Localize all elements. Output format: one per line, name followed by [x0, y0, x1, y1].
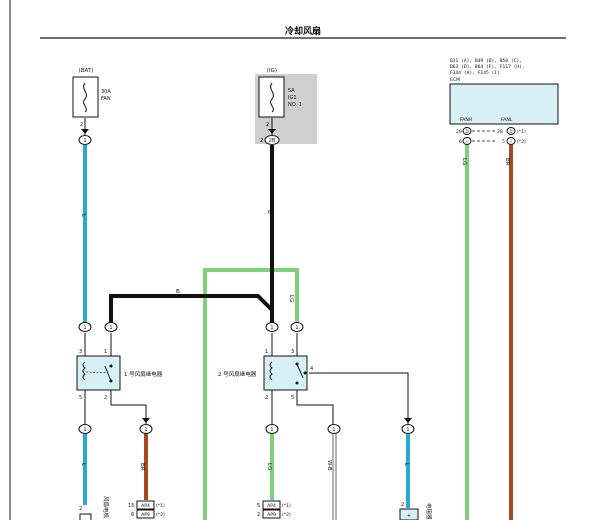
- relay1-pin2: 2: [104, 395, 107, 401]
- fuse-ig-conn: [264, 135, 280, 145]
- fuse-ig-icon: [270, 82, 274, 113]
- arrow-heads: [81, 129, 412, 423]
- label-lg-low: LG: [266, 463, 272, 470]
- ecm-codes-1: B31 (A), B49 (B), B50 (C),: [450, 58, 522, 64]
- label-b-horiz: B: [176, 289, 180, 295]
- resistor-connector: [399, 508, 419, 520]
- svg-text:I: I: [466, 139, 467, 144]
- ecm-right-row2-num: 5: [502, 139, 505, 145]
- ecm-box: [449, 83, 559, 125]
- ecm-codes-2: B63 (D), B64 (F), F117 (H),: [450, 64, 525, 70]
- ecm-right-pin-num: 28: [497, 129, 503, 135]
- svg-text:1: 1: [332, 427, 335, 433]
- svg-text:2B: 2B: [269, 138, 276, 144]
- ecm-pin-fanh: FANH: [460, 117, 472, 123]
- svg-text:1: 1: [295, 325, 298, 331]
- relay1-label: 1 号风扇继电器: [124, 370, 163, 378]
- label-br-ecm: BR: [504, 158, 510, 166]
- ap-left-row2-code: AP9: [141, 512, 150, 518]
- relay2-label: 2 号风扇继电器: [218, 370, 257, 378]
- relay2-pin1: 1: [265, 349, 268, 355]
- svg-text:1: 1: [270, 427, 273, 433]
- fuse-ig-pin-conn: 2: [260, 138, 263, 144]
- resistor-pin: 2: [401, 502, 404, 508]
- motor-connector: [79, 513, 92, 520]
- label-lg-ecm: LG: [461, 158, 467, 165]
- svg-text:1: 1: [406, 427, 409, 433]
- ap-left-row1-code: AP4: [141, 503, 150, 509]
- motor-label: 风扇电机: [102, 496, 110, 519]
- label-wb-low: W-B: [326, 460, 332, 471]
- label-l-low-right: L: [403, 463, 409, 467]
- relay2-pin3: 3: [291, 349, 294, 355]
- fuse-bat-icon: [83, 82, 87, 113]
- label-b-ig: B: [266, 210, 272, 214]
- ap-mid-row1-num: 5: [257, 503, 260, 509]
- relay2-pin4: 4: [310, 366, 313, 372]
- wire-b-horiz: [109, 294, 274, 325]
- relay2-pin2: 2: [265, 395, 268, 401]
- svg-text:D: D: [509, 129, 512, 134]
- resistor-label: 电阻器: [425, 503, 433, 520]
- relay-thin-wires: [84, 118, 409, 425]
- wire-lg-loop: [203, 268, 299, 520]
- fuse-ig-rating: 5A: [288, 88, 295, 94]
- fuse-ig-number: NO. 1: [288, 102, 302, 108]
- ecm-left-row2-num: 6: [459, 139, 462, 145]
- svg-text:1: 1: [83, 427, 86, 433]
- resistor-plus: +: [407, 513, 411, 519]
- ap-mid-row2-code: AP9: [267, 512, 276, 518]
- ap-mid-row2-num: 2: [257, 512, 260, 518]
- fuse-ig-source: (IG): [267, 68, 277, 74]
- svg-text:I: I: [510, 139, 511, 144]
- svg-text:1: 1: [109, 325, 112, 331]
- ap-mid-row2-note: (*2): [282, 512, 291, 518]
- ecm-left-pin-num: 29: [456, 129, 462, 135]
- low-nodes: 1 1 1 1 1: [78, 424, 415, 434]
- top-nodes: 1 1 1 1: [78, 322, 304, 332]
- ecm-pin-fanl: FANL: [501, 117, 513, 123]
- fuse-bat-name: FAN: [101, 96, 111, 102]
- label-lg-relay2: LG: [288, 295, 294, 302]
- relay2-pin5: 5: [291, 395, 294, 401]
- svg-text:1: 1: [144, 427, 147, 433]
- fuse-ig-name: IG1: [288, 95, 297, 101]
- relay2-coil-icon: [269, 361, 273, 381]
- relay1-coil-icon: [82, 361, 86, 381]
- relay1-pin1: 1: [104, 349, 107, 355]
- relay1-pin5: 5: [79, 395, 82, 401]
- fuse-ig-pin-top: 2: [266, 122, 269, 128]
- ap-left-row1-note: (*1): [156, 503, 165, 509]
- ecm-codes-3: F144 (H), F145 (I): [450, 70, 500, 76]
- fuse-bat-node: [78, 135, 92, 145]
- relay2-switch-icon: [296, 363, 304, 379]
- svg-text:1: 1: [270, 325, 273, 331]
- ecm-name: ECM: [450, 77, 460, 83]
- svg-text:1: 1: [83, 138, 86, 144]
- ap-mid-row1-note: (*1): [282, 503, 291, 509]
- ap-left-row2-num: 6: [131, 512, 134, 518]
- label-l-main: L: [80, 214, 86, 218]
- page-title: 冷却风扇: [285, 25, 321, 37]
- fuse-bat-box: [72, 76, 99, 118]
- label-l-low-left: L: [80, 463, 86, 467]
- relay1-switch-icon: [104, 365, 112, 382]
- fuse-bat-pin: 2: [80, 122, 83, 128]
- ap-left-row2-note: (*2): [156, 512, 165, 518]
- svg-text:1: 1: [83, 325, 86, 331]
- fuse-bat-source: (BAT): [79, 68, 94, 74]
- ecm-right-note2: (*2): [517, 139, 526, 145]
- motor-pin: 2: [79, 506, 82, 512]
- fuse-bat-rating: 30A: [101, 89, 111, 95]
- svg-text:D: D: [465, 129, 468, 134]
- label-br-low: BR: [139, 463, 145, 471]
- relay1-pin3: 3: [79, 349, 82, 355]
- ecm-right-note1: (*1): [517, 129, 526, 135]
- ap-mid-row1-code: AP4: [267, 503, 276, 509]
- ap-left-row1-num: 15: [128, 503, 134, 509]
